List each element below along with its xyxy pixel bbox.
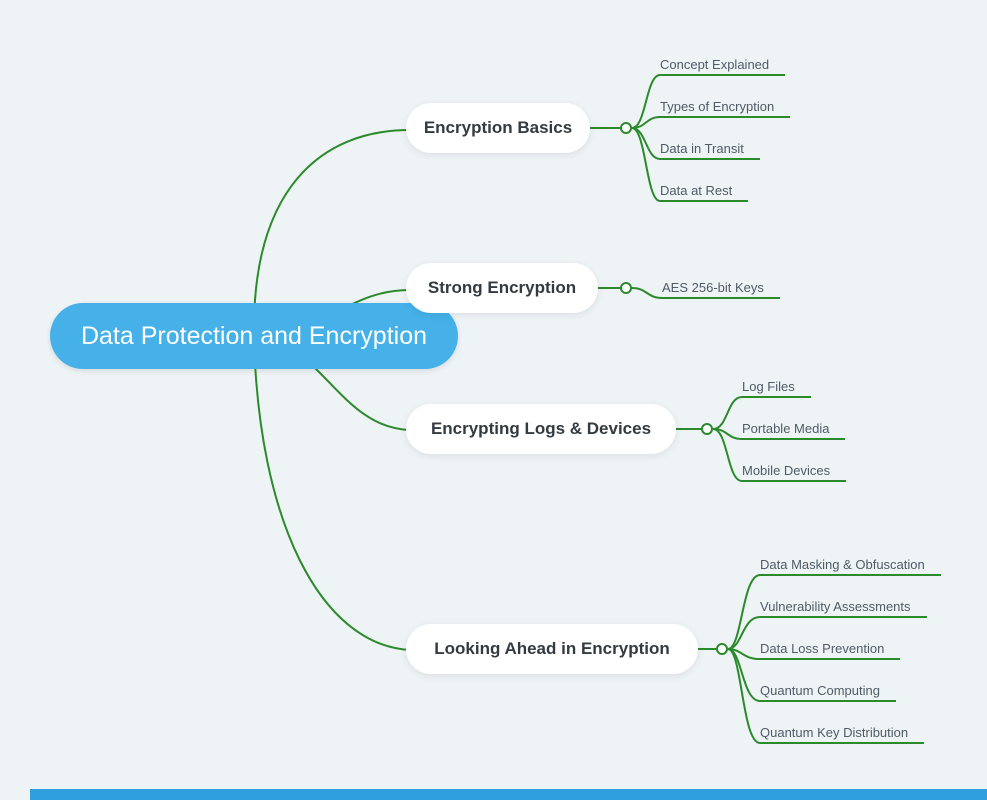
- branch-node-encryption-basics[interactable]: Encryption Basics: [406, 103, 590, 153]
- subtopic[interactable]: Vulnerability Assessments: [760, 598, 927, 618]
- subtopic[interactable]: Quantum Key Distribution: [760, 724, 925, 744]
- subtopic[interactable]: Portable Media: [742, 420, 846, 440]
- subtopic[interactable]: AES 256-bit Keys: [662, 279, 780, 299]
- bottom-scrollbar[interactable]: [30, 789, 987, 800]
- subtopic[interactable]: Data Masking & Obfuscation: [760, 556, 941, 576]
- root-node[interactable]: Data Protection and Encryption: [50, 303, 458, 369]
- subtopic[interactable]: Quantum Computing: [760, 682, 896, 702]
- subtopic[interactable]: Types of Encryption: [660, 98, 791, 118]
- branch3-connector-dot: [701, 423, 713, 435]
- subtopic[interactable]: Log Files: [742, 378, 811, 398]
- subtopic[interactable]: Concept Explained: [660, 56, 786, 76]
- branch-node-encrypting-logs-devices[interactable]: Encrypting Logs & Devices: [406, 404, 676, 454]
- subtopic[interactable]: Mobile Devices: [742, 462, 847, 482]
- branch4-connector-dot: [716, 643, 728, 655]
- edge-root-branch4: [253, 335, 411, 651]
- branch-node-looking-ahead[interactable]: Looking Ahead in Encryption: [406, 624, 698, 674]
- subtopic[interactable]: Data at Rest: [660, 182, 749, 202]
- branch-node-strong-encryption[interactable]: Strong Encryption: [406, 263, 598, 313]
- branch1-connector-dot: [620, 122, 632, 134]
- edge-root-branch1: [252, 129, 411, 337]
- branch2-connector-dot: [620, 282, 632, 294]
- subtopic[interactable]: Data in Transit: [660, 140, 760, 160]
- subtopic[interactable]: Data Loss Prevention: [760, 640, 901, 660]
